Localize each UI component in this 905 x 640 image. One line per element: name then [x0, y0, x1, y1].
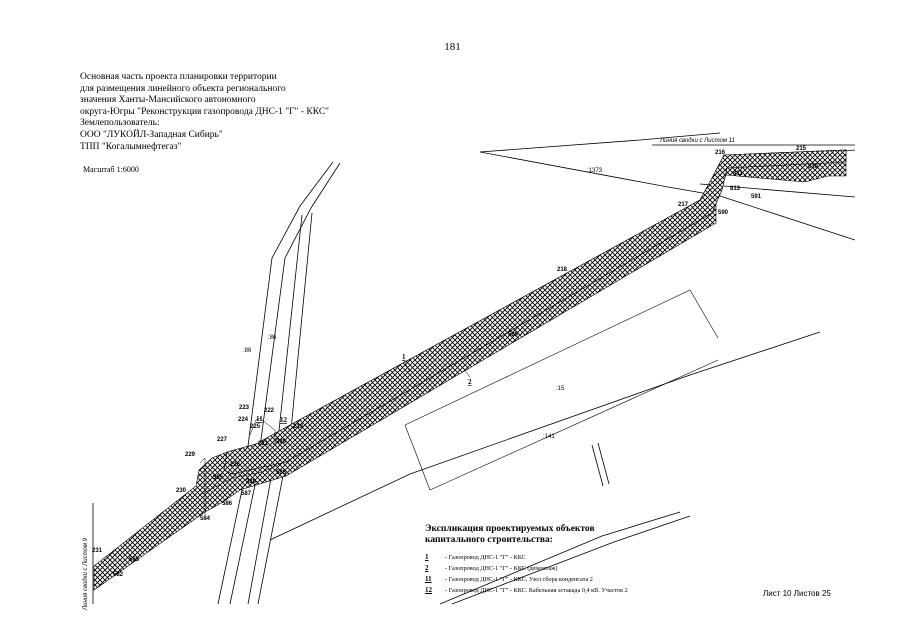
point-227: 227 [217, 437, 228, 443]
point-220: 220 [276, 439, 287, 445]
legend-item-text: - Газопровод ДНС-1 "Г" - ККС (демонтаж) [445, 565, 558, 572]
document-header: Основная часть проекта планировки террит… [80, 72, 329, 153]
legend: Экспликация проектируемых объектов капит… [425, 524, 628, 596]
legend-item-num: 12 [425, 586, 432, 594]
parcel-label-86b: :86 [268, 335, 277, 341]
marker-1: 1 [402, 353, 406, 361]
point-219: 219 [293, 424, 304, 430]
legend-item-text: - Газопровод ДНС-1 "Г" - ККС. Кабельная … [445, 587, 628, 594]
object-markers: 1 2 11 12 [256, 353, 472, 424]
point-589: 589 [508, 332, 519, 338]
legend-item: 11 - Газопровод ДНС-1 "Г" - ККС. Узел сб… [425, 574, 628, 585]
point-582: 582 [113, 572, 124, 578]
point-588: 588 [276, 470, 287, 476]
legend-item-text: - Газопровод ДНС-1 "Г" - ККС. Узел сбора… [445, 576, 593, 583]
point-222: 222 [264, 408, 275, 414]
header-line: ТПП "Когалымнефтегаз" [80, 141, 182, 152]
header-line: Основная часть проекта планировки террит… [80, 72, 277, 82]
point-813: 813 [730, 186, 741, 192]
point-610: 610 [808, 164, 819, 170]
header-line: ООО "ЛУКОЙЛ-Западная Сибирь" [80, 129, 223, 140]
point-591: 591 [751, 194, 762, 200]
point-587: 587 [241, 491, 252, 497]
point-583: 583 [129, 557, 140, 563]
page-number: 181 [444, 41, 461, 53]
legend-title-2: капитального строительства: [425, 535, 553, 545]
point-229: 229 [185, 452, 196, 458]
parcel-label-86a: :86 [243, 348, 252, 354]
marker-12: 12 [280, 416, 288, 424]
header-line: округа-Югры "Реконструкция газопровода Д… [80, 106, 330, 117]
sheet-label: Лист 10 Листов 25 [763, 589, 831, 598]
point-216: 216 [715, 150, 726, 156]
parcel-label-141: :141 [543, 434, 555, 440]
point-228: 228 [246, 479, 257, 485]
match-line-top-label: Линия сводки с Листом 11 [659, 138, 735, 144]
point-218: 218 [557, 267, 568, 273]
pipeline-corridor [93, 149, 847, 591]
legend-item-num: 11 [425, 575, 432, 583]
point-584: 584 [200, 516, 211, 522]
match-line-left-label: Линия сводки с Листом 9 [83, 537, 89, 611]
point-215: 215 [796, 146, 807, 152]
legend-item: 1 - Газопровод ДНС-1 "Г" - ККС [425, 552, 628, 563]
legend-item-num: 2 [425, 564, 429, 572]
point-585: 585 [213, 475, 224, 481]
header-line: значения Ханты-Мансийского автономного [80, 95, 256, 106]
parcel-label-15: :15 [556, 386, 565, 392]
point-labels: 231 582 583 230 584 229 227 586 587 585 … [92, 146, 819, 578]
legend-item: 12 - Газопровод ДНС-1 "Г" - ККС. Кабельн… [425, 585, 628, 596]
scale-label: Масштаб 1:6000 [83, 165, 139, 174]
legend-item-text: - Газопровод ДНС-1 "Г" - ККС [445, 554, 526, 561]
parcel-label-1373: :1373 [587, 168, 603, 174]
marker-11: 11 [256, 415, 263, 423]
corridor-inner-lines [199, 417, 286, 515]
marker-2: 2 [468, 378, 472, 386]
point-225: 225 [250, 424, 261, 430]
parcel-15-outline [404, 289, 719, 491]
point-586: 586 [222, 501, 233, 507]
point-221: 221 [258, 441, 269, 447]
point-217: 217 [678, 202, 689, 208]
legend-title-1: Экспликация проектируемых объектов [425, 524, 595, 534]
header-line: Землепользователь: [80, 118, 160, 129]
legend-item: 2 - Газопровод ДНС-1 "Г" - ККС (демонтаж… [425, 563, 628, 574]
header-line: для размещения линейного объекта региона… [80, 83, 286, 94]
legend-item-num: 1 [425, 553, 429, 561]
point-231: 231 [92, 548, 103, 554]
point-230: 230 [176, 488, 187, 494]
point-811: 811 [733, 171, 743, 177]
point-590: 590 [718, 210, 729, 216]
point-226: 226 [230, 462, 241, 468]
point-224: 224 [238, 417, 249, 423]
point-223: 223 [239, 405, 250, 411]
